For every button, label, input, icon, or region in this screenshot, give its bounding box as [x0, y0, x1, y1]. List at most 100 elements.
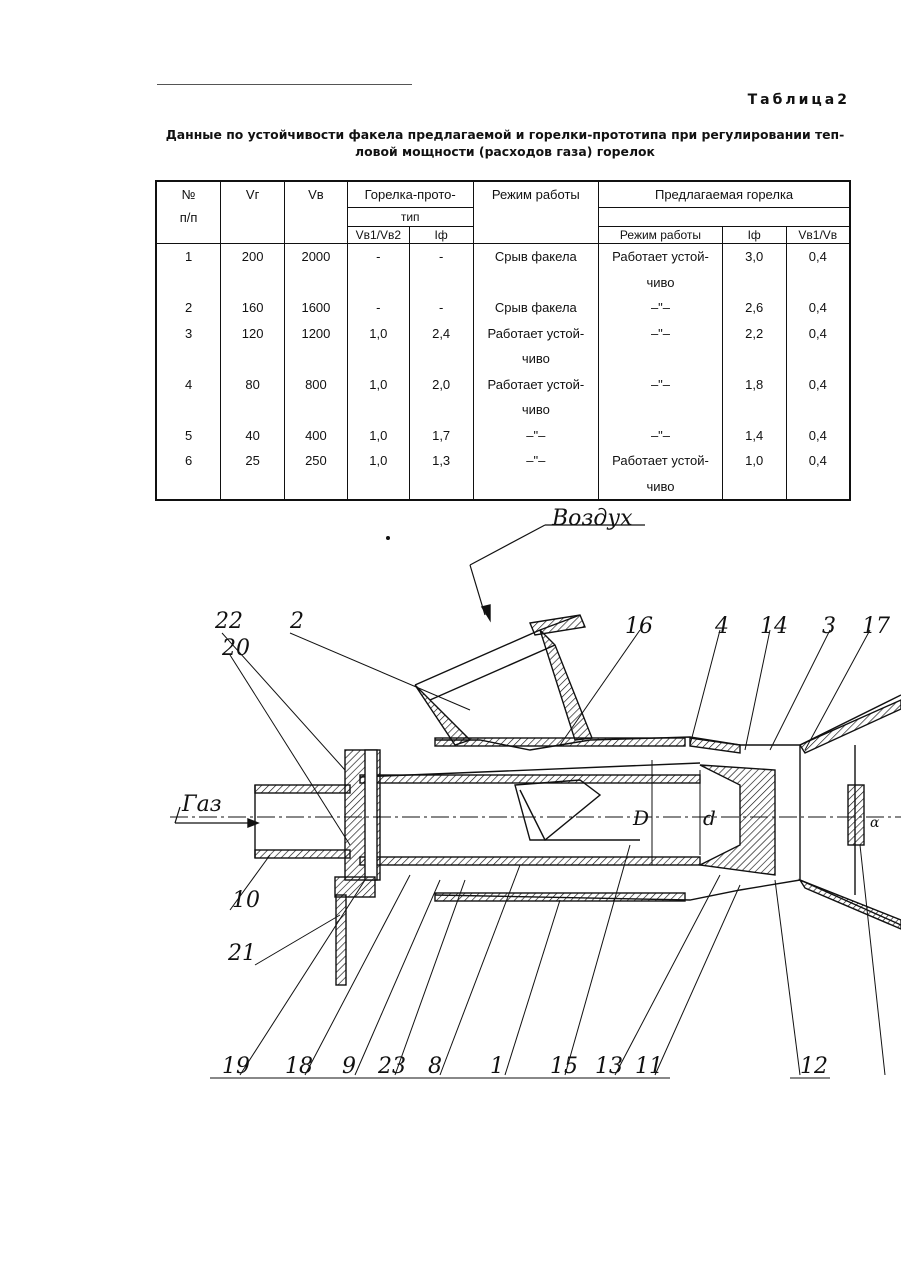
table-cell-pif: 1,8	[722, 372, 786, 398]
table-cell-pmode: –"–	[599, 321, 723, 347]
table-cell-ratio: 1,0	[347, 423, 409, 449]
part-number: 12	[800, 1054, 828, 1079]
col-proposed-header: Предлагаемая горелка	[599, 181, 850, 208]
table-cell-pif: 1,0	[722, 448, 786, 474]
table-cell-if: 1,3	[409, 448, 473, 474]
col-mode-header: Режим работы	[473, 181, 599, 244]
table-row-continuation: чиво	[156, 270, 850, 296]
table-cell-vg: 120	[221, 321, 285, 347]
header-row-1: № п/п Vг Vв Горелка-прото- Режим работы …	[156, 181, 850, 208]
table-cell-if: -	[409, 244, 473, 270]
table-cell-vv: 250	[285, 448, 348, 474]
table-cell-pif: 3,0	[722, 244, 786, 270]
header-rule	[157, 84, 412, 85]
table-cell-vv-cont	[285, 346, 348, 372]
part-number: 17	[862, 614, 890, 639]
table-cell-n-cont	[156, 346, 221, 372]
table-row-continuation: чиво	[156, 346, 850, 372]
part-number: 20	[221, 636, 250, 661]
table-cell-pmode: Работает устой-	[599, 448, 723, 474]
table-cell-n: 6	[156, 448, 221, 474]
table-cell-ratio: -	[347, 295, 409, 321]
table-cell-pratio-cont	[786, 346, 850, 372]
table-row-continuation: чиво	[156, 397, 850, 423]
table-cell-vv: 400	[285, 423, 348, 449]
dim-d-label: d	[703, 806, 716, 830]
part-number: 9	[342, 1054, 356, 1079]
table-cell-pratio: 0,4	[786, 448, 850, 474]
part-number: 15	[550, 1054, 578, 1079]
table-row: 4808001,02,0Работает устой-–"–1,80,4	[156, 372, 850, 398]
table-cell-vv-cont	[285, 270, 348, 296]
table-cell-vv: 1600	[285, 295, 348, 321]
table-row: 6252501,01,3–"–Работает устой-1,00,4	[156, 448, 850, 474]
table-cell-if: 2,0	[409, 372, 473, 398]
table-cell-mode: Работает устой-	[473, 321, 599, 347]
table-cell-mode: Работает устой-	[473, 372, 599, 398]
table-cell-vv: 2000	[285, 244, 348, 270]
col-prop-ratio-header: Vв1/Vв	[786, 227, 850, 244]
table-cell-mode-cont	[473, 270, 599, 296]
table-cell-n: 5	[156, 423, 221, 449]
part-number: 3	[822, 614, 836, 639]
table-number-label: Таблица2	[700, 92, 850, 108]
table-cell-mode: –"–	[473, 448, 599, 474]
table-cell-pratio: 0,4	[786, 295, 850, 321]
table-cell-pmode: –"–	[599, 423, 723, 449]
table-cell-if: 2,4	[409, 321, 473, 347]
table-cell-pif-cont	[722, 346, 786, 372]
table-cell-vg: 80	[221, 372, 285, 398]
col-proposed-header-spacer	[599, 208, 850, 227]
table-cell-n: 4	[156, 372, 221, 398]
table-row: 12002000--Срыв факелаРаботает устой-3,00…	[156, 244, 850, 270]
part-number: 2	[289, 609, 304, 634]
gas-label: Газ	[181, 792, 222, 817]
table-cell-pmode: –"–	[599, 295, 723, 321]
part-number: 23	[377, 1054, 406, 1079]
col-proto-header: Горелка-прото-	[347, 181, 473, 208]
table-cell-if-cont	[409, 270, 473, 296]
table-cell-n: 3	[156, 321, 221, 347]
table-cell-ratio: 1,0	[347, 372, 409, 398]
table-cell-pratio: 0,4	[786, 372, 850, 398]
part-number: 4	[714, 614, 729, 639]
table-cell-pratio-cont	[786, 270, 850, 296]
table-cell-mode-cont: чиво	[473, 346, 599, 372]
part-number: 10	[232, 888, 260, 913]
table-cell-vv-cont	[285, 397, 348, 423]
part-number: 14	[760, 614, 788, 639]
table-cell-vg: 200	[221, 244, 285, 270]
part-number: 8	[428, 1054, 442, 1079]
table-cell-ratio-cont	[347, 346, 409, 372]
table-caption: Данные по устойчивости факела предлагаем…	[150, 126, 860, 160]
table-cell-mode: Срыв факела	[473, 295, 599, 321]
burner-drawing: Воздух Газ D d α 22 2 16 4 14 3 17 20 10…	[0, 495, 901, 1095]
table-cell-vg-cont	[221, 346, 285, 372]
table-cell-vg-cont	[221, 397, 285, 423]
stability-table: № п/п Vг Vв Горелка-прото- Режим работы …	[155, 180, 851, 501]
col-vg-header: Vг	[221, 181, 285, 244]
part-number: 11	[635, 1054, 663, 1079]
table-cell-if-cont	[409, 346, 473, 372]
part-number: 13	[595, 1054, 623, 1079]
table-cell-pif: 1,4	[722, 423, 786, 449]
table-cell-pif: 2,2	[722, 321, 786, 347]
table-cell-pmode-cont	[599, 346, 723, 372]
col-prop-mode-header: Режим работы	[599, 227, 723, 244]
table-cell-pmode: –"–	[599, 372, 723, 398]
col-proto-ratio-header: Vв1/Vв2	[347, 227, 409, 244]
table-row: 312012001,02,4Работает устой-–"–2,20,4	[156, 321, 850, 347]
table-cell-n-cont	[156, 270, 221, 296]
table-cell-vv: 800	[285, 372, 348, 398]
table-cell-n: 2	[156, 295, 221, 321]
num-header-line2: п/п	[157, 206, 220, 229]
table-body: 12002000--Срыв факелаРаботает устой-3,00…	[156, 244, 850, 501]
caption-line-1: Данные по устойчивости факела предлагаем…	[150, 126, 860, 143]
table-cell-vg: 40	[221, 423, 285, 449]
table-cell-if: -	[409, 295, 473, 321]
table-cell-pratio: 0,4	[786, 321, 850, 347]
part-number: 1	[490, 1054, 504, 1079]
table-cell-ratio: -	[347, 244, 409, 270]
table-cell-pratio-cont	[786, 397, 850, 423]
table-cell-pif-cont	[722, 270, 786, 296]
